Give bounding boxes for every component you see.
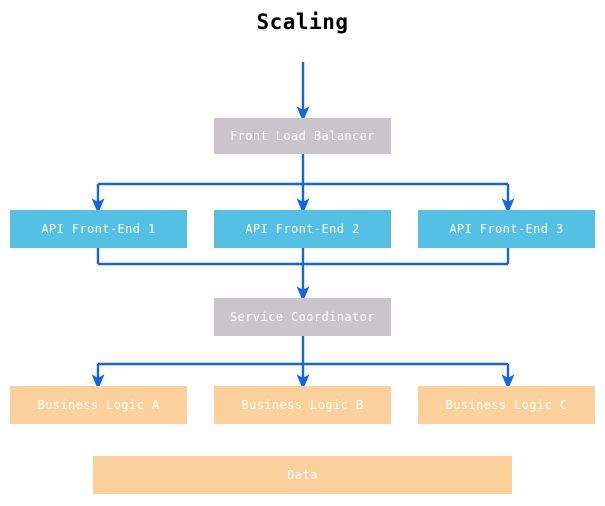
page-title: Scaling xyxy=(256,10,349,34)
node-data[interactable]: Data xyxy=(93,456,512,494)
node-api-front-end-3[interactable]: API Front-End 3 xyxy=(418,210,595,248)
node-front-load-balancer[interactable]: Front Load Balancer xyxy=(214,118,391,154)
node-api-front-end-2[interactable]: API Front-End 2 xyxy=(214,210,391,248)
node-business-logic-a[interactable]: Business Logic A xyxy=(10,386,187,424)
node-business-logic-c[interactable]: Business Logic C xyxy=(418,386,595,424)
node-api-front-end-1[interactable]: API Front-End 1 xyxy=(10,210,187,248)
node-business-logic-b[interactable]: Business Logic B xyxy=(214,386,391,424)
node-service-coordinator[interactable]: Service Coordinator xyxy=(214,298,391,336)
